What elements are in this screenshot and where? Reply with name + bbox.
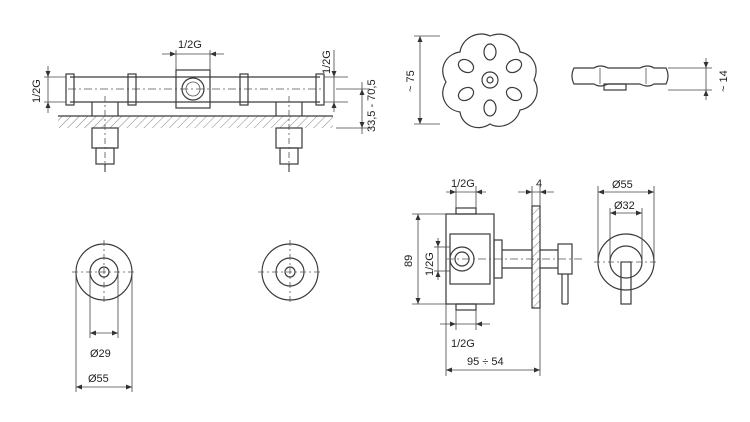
handle-top-view	[442, 33, 538, 129]
valve-section-view: 1/2G 4 89 1/2G 1/2G 95 ÷	[403, 178, 582, 376]
top-center-thread-label: 1/2G	[178, 39, 202, 51]
valve-top-thread-label: 1/2G	[451, 178, 475, 190]
handle-side-view	[571, 65, 669, 87]
handle-views: ~ 75 ~ 14	[405, 33, 730, 129]
valve-side-thread-label: 1/2G	[424, 252, 436, 276]
top-height-range-label: 33,5 - 70,5	[366, 79, 378, 132]
flange-outer-diameter-label: Ø55	[88, 373, 109, 385]
valve-front-view: Ø55 Ø32	[594, 179, 658, 305]
front-inner-diameter-label: Ø32	[614, 200, 635, 212]
handle-thickness-label: ~ 14	[718, 70, 730, 92]
handle-diameter-label: ~ 75	[405, 70, 417, 92]
flange-front-views: Ø29 Ø55	[72, 240, 322, 392]
plate-thickness-label: 4	[536, 178, 542, 190]
valve-depth-label: 95 ÷ 54	[467, 356, 504, 368]
wall-hatch	[58, 116, 333, 128]
manifold-side-view: 1/2G 1/2G 1/2G 33,5 - 70,5	[31, 39, 378, 175]
valve-bottom-thread-label: 1/2G	[451, 338, 475, 350]
valve-height-label: 89	[403, 255, 415, 267]
flange-inner-diameter-label: Ø29	[90, 348, 111, 360]
top-right-thread-label: 1/2G	[321, 50, 333, 74]
front-outer-diameter-label: Ø55	[612, 179, 633, 191]
top-left-thread-label: 1/2G	[31, 79, 43, 103]
